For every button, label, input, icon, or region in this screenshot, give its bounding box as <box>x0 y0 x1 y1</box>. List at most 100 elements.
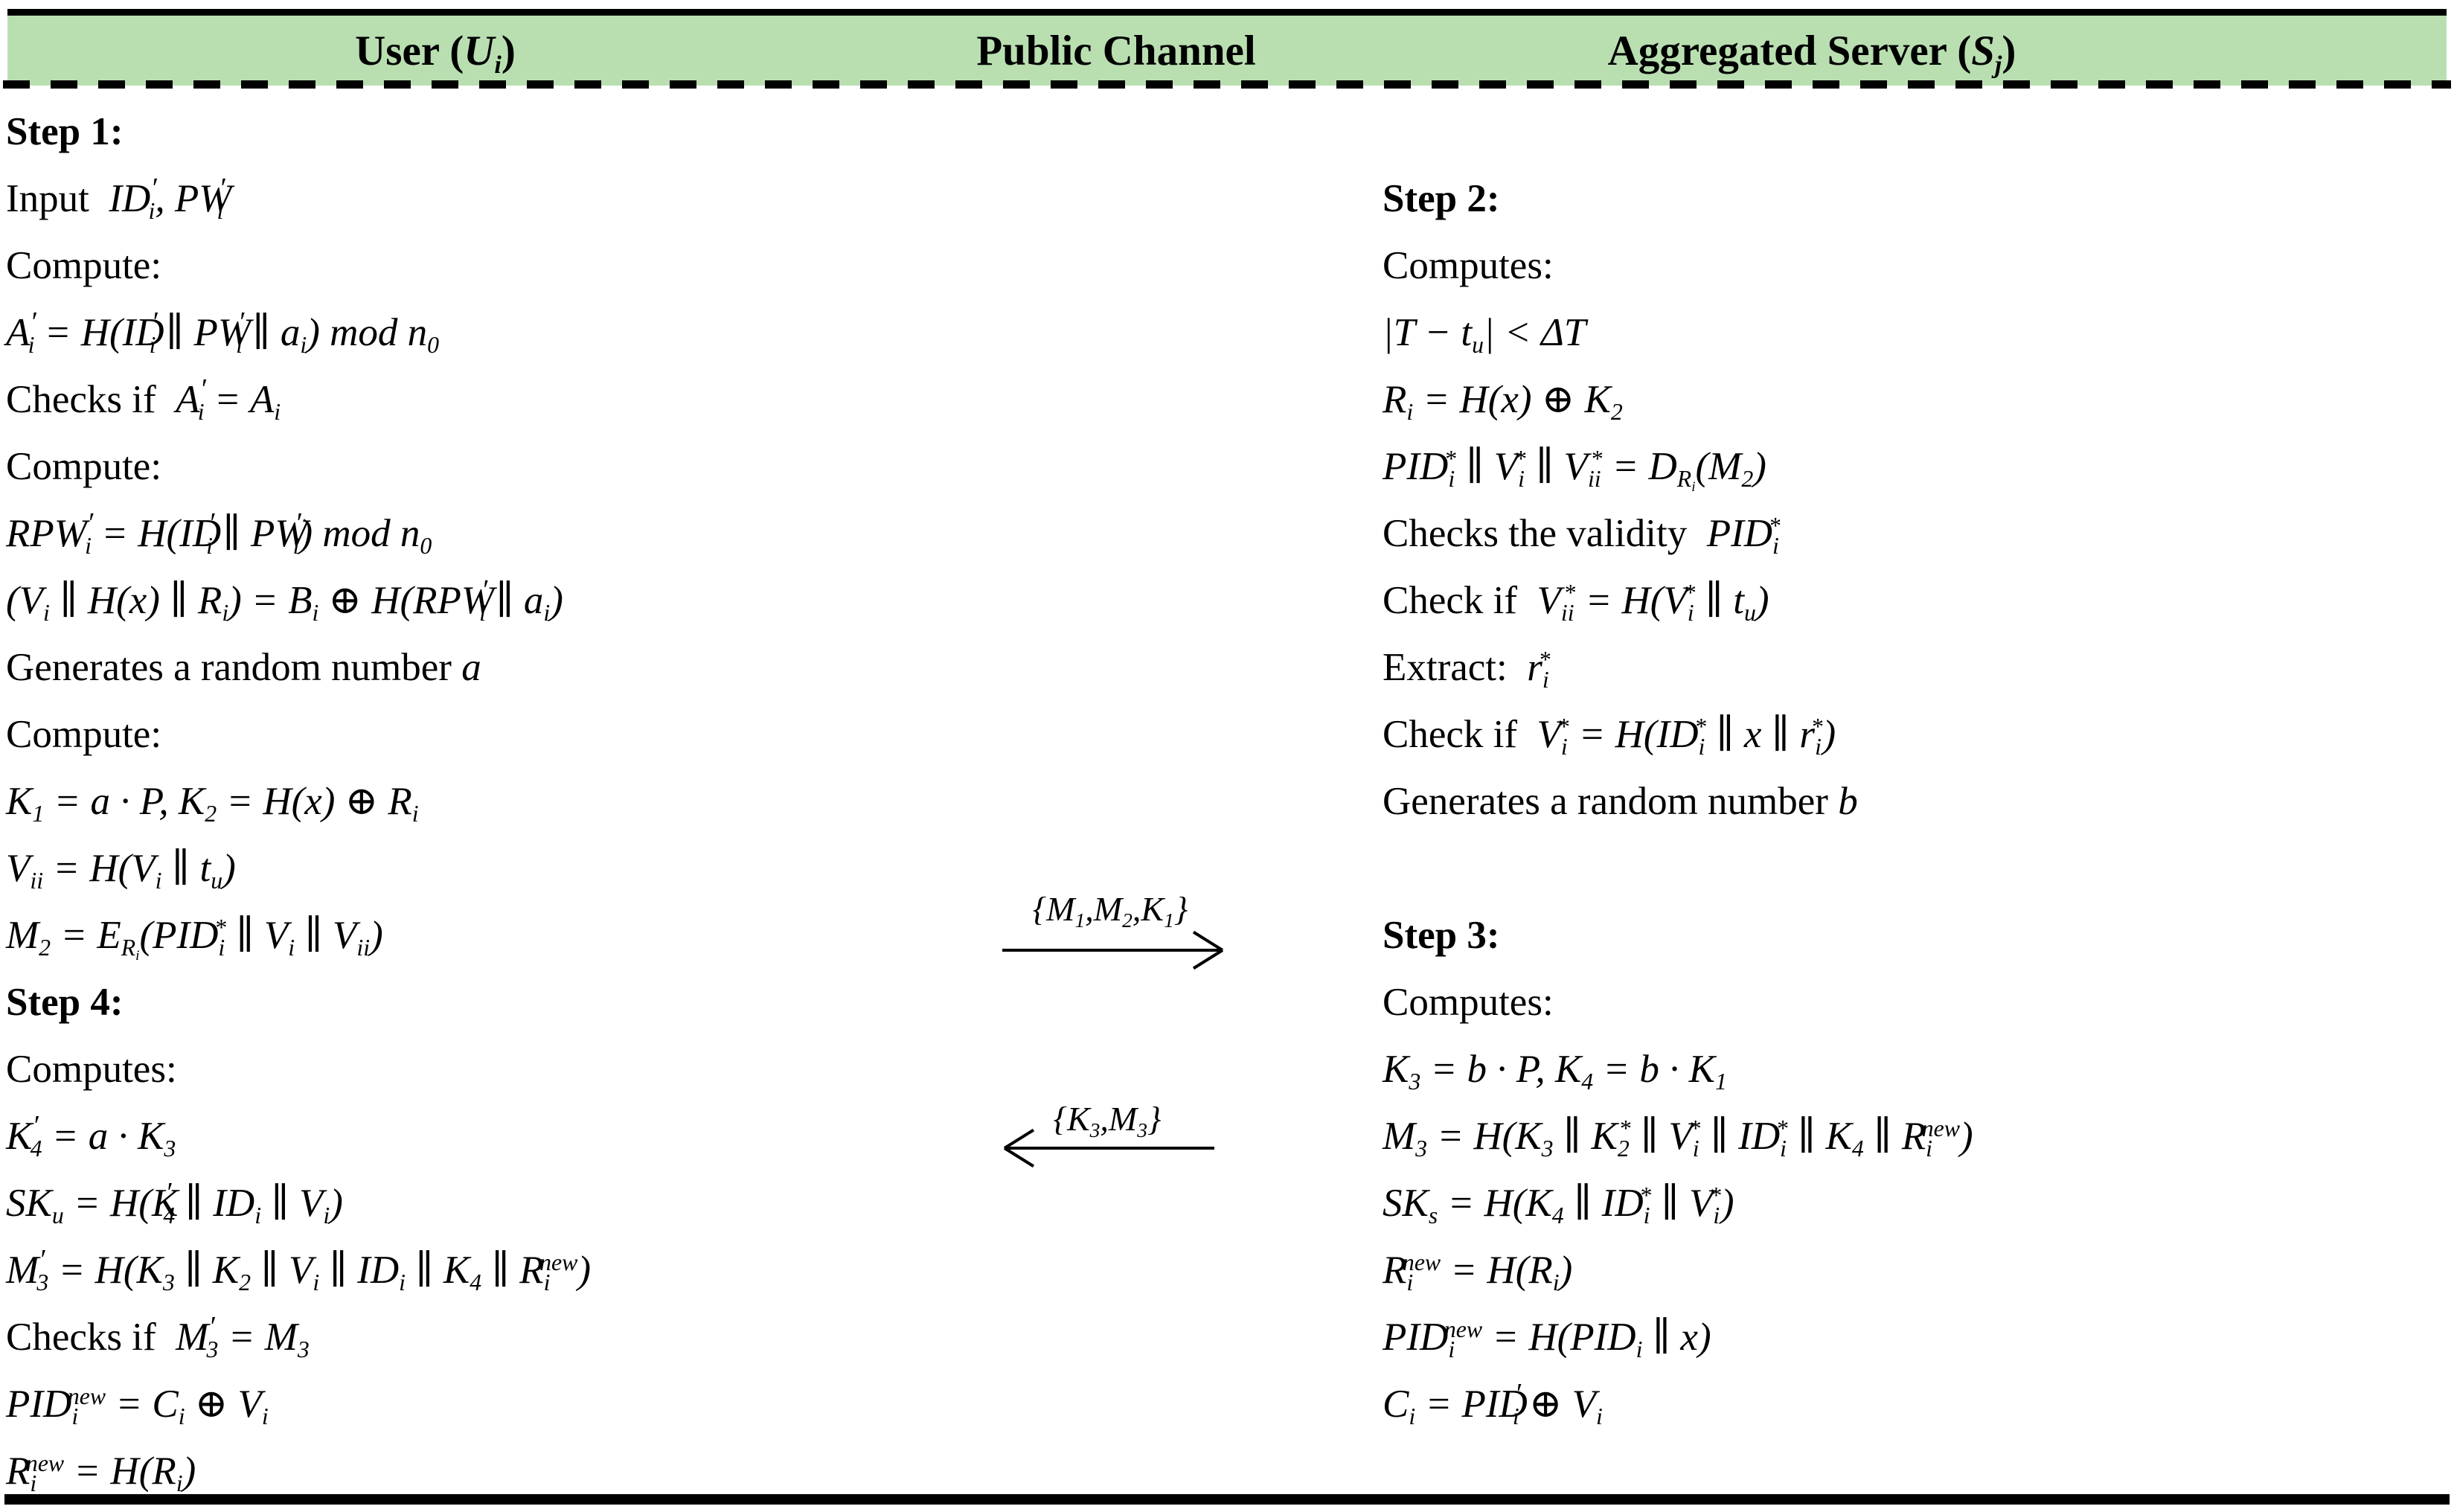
protocol-line: Check if Vii* = H(Vi* ∥ tu) <box>1383 567 2451 634</box>
protocol-line: |T − tu| < ΔT <box>1383 299 2451 366</box>
text-segment: Check if <box>1383 579 1537 622</box>
math-segment: M3 = H(K3 ∥ K2* ∥ Vi* ∥ IDi* ∥ K4 ∥ Rine… <box>1383 1115 1973 1162</box>
protocol-line <box>1383 835 2451 902</box>
protocol-line: Compute: <box>6 433 1003 500</box>
protocol-line: K′4 = a · K3 <box>6 1103 1003 1170</box>
math-segment: |T − tu| < ΔT <box>1383 311 1586 359</box>
text-segment: Generates a random number <box>6 646 462 689</box>
text-segment: ) <box>2002 27 2016 74</box>
math-segment: PIDi* <box>1706 512 1781 560</box>
protocol-line: Step 2: <box>1383 165 2451 232</box>
protocol-line: Computes: <box>6 1036 1003 1103</box>
protocol-line: Vii = H(Vi ∥ tu) <box>6 835 1003 902</box>
header-public-channel: Public Channel <box>976 16 1255 86</box>
protocol-line: RPW′i = H(ID′i ∥ PW′i) mod n0 <box>6 500 1003 567</box>
protocol-line: PIDinew = Ci ⊕ Vi <box>6 1371 1003 1438</box>
protocol-line: Checks the validity PIDi* <box>1383 500 2451 567</box>
protocol-line: Generates a random number b <box>1383 768 2451 835</box>
message-1-label: {M1,M2,K1} <box>1032 890 1188 932</box>
math-segment: ID′i, PW′i <box>109 172 232 225</box>
protocol-line: Checks if M′3 = M3 <box>6 1304 1003 1371</box>
math-segment: K3 = b · P, K4 = b · K1 <box>1383 1048 1727 1095</box>
text-segment: ) <box>501 27 516 74</box>
protocol-line: Rinew = H(Ri) <box>1383 1237 2451 1304</box>
protocol-line: Step 3: <box>1383 902 2451 969</box>
text-segment: Step 2: <box>1383 177 1500 220</box>
text-segment: Extract: <box>1383 646 1528 689</box>
table-header: User (Ui) Public Channel Aggregated Serv… <box>7 16 2447 86</box>
math-segment: A′i = Ai <box>176 373 281 426</box>
math-segment: A′i = H(ID′i ∥ PW′i ∥ ai) mod n0 <box>6 306 440 359</box>
math-segment: Rinew = H(Ri) <box>1383 1249 1573 1296</box>
text-segment: Aggregated Server ( <box>1607 27 1972 74</box>
protocol-line: Compute: <box>6 232 1003 299</box>
math-segment: M′3 = M3 <box>176 1310 310 1363</box>
header-aggregated-server: Aggregated Server (Sj) <box>1608 16 2016 86</box>
math-segment: RPW′i = H(ID′i ∥ PW′i) mod n0 <box>6 507 432 560</box>
math-segment: Ui <box>464 27 502 79</box>
text-segment: Public Channel <box>976 27 1256 74</box>
math-segment: M2 = ERi(PIDi* ∥ Vi ∥ Vii) <box>6 914 383 964</box>
protocol-line: Generates a random number a <box>6 634 1003 701</box>
protocol-line: K1 = a · P, K2 = H(x) ⊕ Ri <box>6 768 1003 835</box>
protocol-line: Computes: <box>1383 232 2451 299</box>
protocol-line: Step 4: <box>6 969 1003 1036</box>
text-segment: Compute: <box>6 244 162 287</box>
math-segment: SKs = H(K4 ∥ IDi* ∥ Vi*) <box>1383 1182 1734 1229</box>
top-rule <box>7 9 2447 16</box>
server-column: Step 2: Computes: |T − tu| < ΔT Ri = H(x) ⊕… <box>1383 165 2451 1438</box>
text-segment: Compute: <box>6 713 162 756</box>
protocol-line: Checks if A′i = Ai <box>6 366 1003 433</box>
header-user: User (Ui) <box>355 16 516 86</box>
math-segment: Vi* = H(IDi* ∥ x ∥ ri*) <box>1537 713 1836 760</box>
protocol-line: Compute: <box>6 701 1003 768</box>
math-segment: PIDinew = H(PIDi ∥ x) <box>1383 1316 1711 1363</box>
text-segment: Computes: <box>6 1048 177 1091</box>
protocol-line: M2 = ERi(PIDi* ∥ Vi ∥ Vii) <box>6 902 1003 969</box>
text-segment: Step 1: <box>6 110 124 153</box>
math-segment: SKu = H(K′4 ∥ IDi ∥ Vi) <box>6 1176 343 1229</box>
math-segment: (Vi ∥ H(x) ∥ Ri) = Bi ⊕ H(RPW′i ∥ ai) <box>6 574 563 627</box>
text-segment: User ( <box>355 27 464 74</box>
math-segment: M′3 = H(K3 ∥ K2 ∥ Vi ∥ IDi ∥ K4 ∥ Rinew) <box>6 1243 591 1296</box>
math-segment: Sj <box>1971 27 2002 79</box>
text-segment: Generates a random number <box>1383 780 1839 823</box>
text-segment: Checks if <box>6 1316 176 1359</box>
dashed-divider <box>3 80 2451 89</box>
message-2-arrow <box>1005 1147 1214 1150</box>
protocol-line: (Vi ∥ H(x) ∥ Ri) = Bi ⊕ H(RPW′i ∥ ai) <box>6 567 1003 634</box>
protocol-line: PIDi* ∥ Vi* ∥ Vii* = DRi(M2) <box>1383 433 2451 500</box>
text-segment: Checks the validity <box>1383 512 1707 555</box>
math-segment: PIDinew = Ci ⊕ Vi <box>6 1383 269 1430</box>
math-segment: ri* <box>1527 646 1551 693</box>
math-segment: Ri = H(x) ⊕ K2 <box>1383 378 1623 426</box>
protocol-line: Rinew = H(Ri) <box>6 1438 1003 1505</box>
message-2-label: {K3,M3} <box>1053 1100 1162 1141</box>
math-segment: b <box>1838 780 1858 823</box>
math-segment: Rinew = H(Ri) <box>6 1449 196 1497</box>
text-segment: Check if <box>1383 713 1537 756</box>
text-segment: Computes: <box>1383 981 1554 1024</box>
text-segment: Input <box>6 177 109 220</box>
protocol-line: Step 1: <box>6 98 1003 165</box>
bottom-rule <box>4 1494 2450 1505</box>
protocol-line: Input ID′i, PW′i <box>6 165 1003 232</box>
protocol-line: M′3 = H(K3 ∥ K2 ∥ Vi ∥ IDi ∥ K4 ∥ Rinew) <box>6 1237 1003 1304</box>
math-segment: Vii = H(Vi ∥ tu) <box>6 847 236 894</box>
math-segment: a <box>461 646 481 689</box>
math-segment: K1 = a · P, K2 = H(x) ⊕ Ri <box>6 780 419 827</box>
protocol-line: A′i = H(ID′i ∥ PW′i ∥ ai) mod n0 <box>6 299 1003 366</box>
protocol-line: K3 = b · P, K4 = b · K1 <box>1383 1036 2451 1103</box>
text-segment: Step 3: <box>1383 914 1500 957</box>
protocol-line: Check if Vi* = H(IDi* ∥ x ∥ ri*) <box>1383 701 2451 768</box>
math-segment: K′4 = a · K3 <box>6 1109 176 1162</box>
protocol-line: Computes: <box>1383 969 2451 1036</box>
protocol-line: Ri = H(x) ⊕ K2 <box>1383 366 2451 433</box>
protocol-line: Ci = PID′i ⊕ Vi <box>1383 1371 2451 1438</box>
message-1-arrow <box>1002 949 1223 952</box>
text-segment: Checks if <box>6 378 176 421</box>
protocol-line: SKs = H(K4 ∥ IDi* ∥ Vi*) <box>1383 1170 2451 1237</box>
protocol-line: PIDinew = H(PIDi ∥ x) <box>1383 1304 2451 1371</box>
protocol-line: Extract: ri* <box>1383 634 2451 701</box>
